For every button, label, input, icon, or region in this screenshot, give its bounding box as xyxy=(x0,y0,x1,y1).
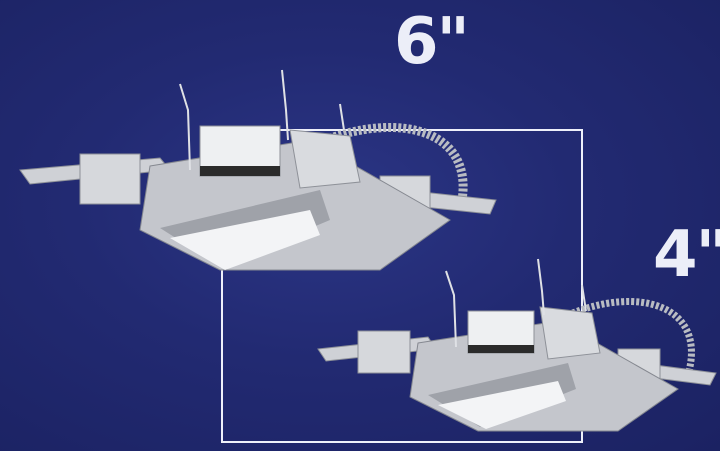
lens xyxy=(438,381,566,429)
conduit xyxy=(566,298,695,376)
driver-box xyxy=(539,306,601,360)
downlight-4-inch-image xyxy=(317,258,717,432)
downlight-6-inch-image xyxy=(19,69,497,271)
size-label-6-inch: 6" xyxy=(394,5,470,79)
size-label-4-inch: 4" xyxy=(653,218,720,292)
lens xyxy=(170,210,320,270)
conduit xyxy=(318,122,468,212)
bracket-left xyxy=(357,330,411,374)
bracket-left xyxy=(79,153,141,205)
driver-box xyxy=(289,129,361,189)
